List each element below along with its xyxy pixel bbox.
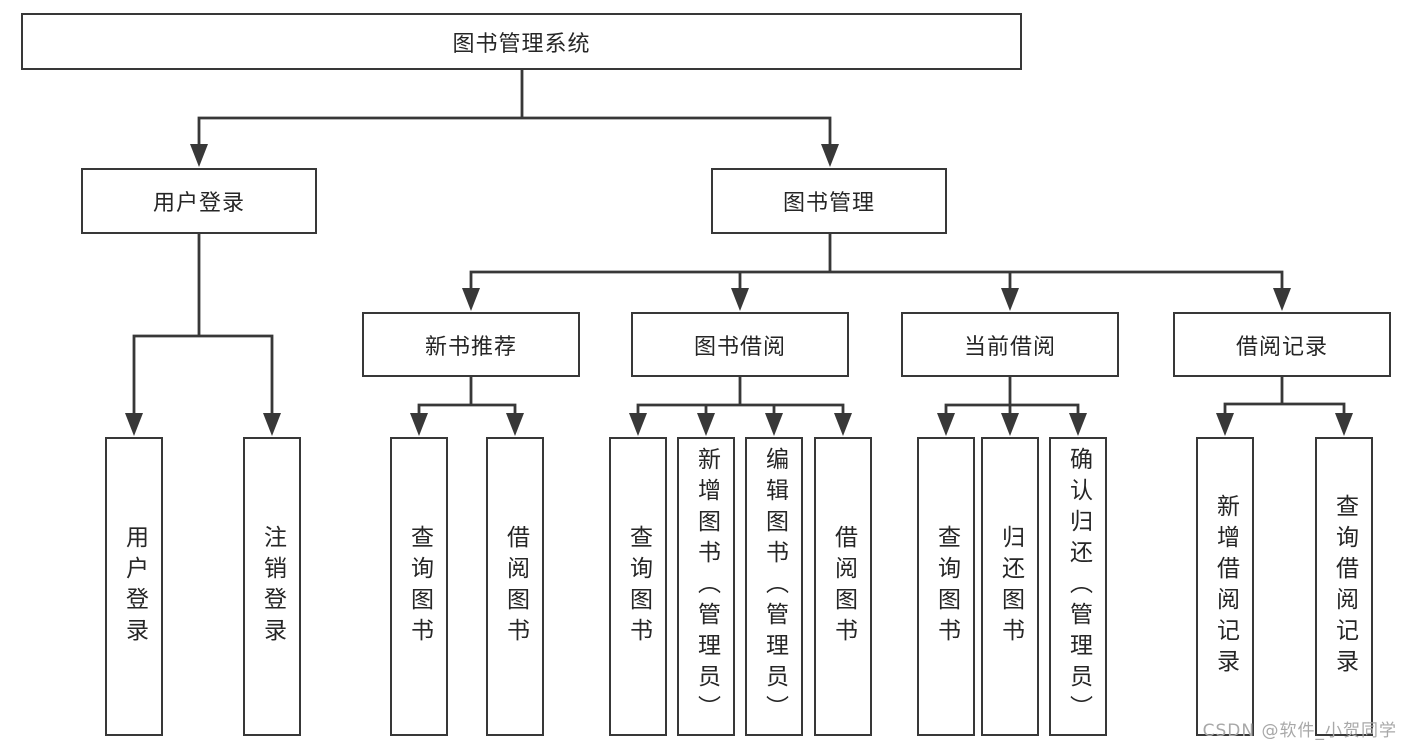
node-current-borrow-label: 当前借阅: [963, 334, 1056, 360]
leaf-cb-query-books: 查询图书: [917, 437, 975, 736]
leaf-cb-return-books-label: 归还图书: [997, 524, 1024, 649]
node-book-borrow-label: 图书借阅: [693, 334, 786, 360]
node-root-label: 图书管理系统: [452, 31, 591, 57]
node-new-book-recommend: 新书推荐: [362, 312, 580, 377]
leaf-bb-add-books-admin: 新增图书（管理员）: [677, 437, 735, 736]
leaf-cb-confirm-return-admin-label: 确认归还（管理员）: [1065, 447, 1092, 726]
leaf-bb-query-books: 查询图书: [609, 437, 667, 736]
csdn-watermark: CSDN @软件_小贺同学: [1202, 721, 1397, 741]
leaf-bb-borrow-books: 借阅图书: [814, 437, 872, 736]
node-book-management-label: 图书管理: [782, 191, 875, 216]
node-root: 图书管理系统: [21, 13, 1022, 70]
leaf-nbr-borrow-books-label: 借阅图书: [502, 524, 529, 649]
leaf-nbr-query-books-label: 查询图书: [406, 524, 433, 649]
node-book-borrow: 图书借阅: [631, 312, 849, 377]
leaf-bb-borrow-books-label: 借阅图书: [830, 524, 857, 649]
leaf-nbr-borrow-books: 借阅图书: [486, 437, 544, 736]
node-borrow-records: 借阅记录: [1173, 312, 1391, 377]
leaf-user-login-label: 用户登录: [121, 524, 148, 649]
node-borrow-records-label: 借阅记录: [1235, 334, 1328, 360]
node-book-management: 图书管理: [711, 168, 947, 234]
leaf-cb-query-books-label: 查询图书: [933, 524, 960, 649]
leaf-bb-add-books-admin-label: 新增图书（管理员）: [693, 447, 720, 726]
leaf-bb-edit-books-admin: 编辑图书（管理员）: [745, 437, 803, 736]
leaf-logout: 注销登录: [243, 437, 301, 736]
leaf-user-login: 用户登录: [105, 437, 163, 736]
node-user-login: 用户登录: [81, 168, 317, 234]
leaf-cb-return-books: 归还图书: [981, 437, 1039, 736]
leaf-br-query-record: 查询借阅记录: [1315, 437, 1373, 736]
leaf-logout-label: 注销登录: [259, 524, 286, 649]
leaf-bb-query-books-label: 查询图书: [625, 524, 652, 649]
node-user-login-label: 用户登录: [152, 191, 245, 216]
node-new-book-recommend-label: 新书推荐: [424, 334, 517, 360]
leaf-br-add-record: 新增借阅记录: [1196, 437, 1254, 736]
leaf-cb-confirm-return-admin: 确认归还（管理员）: [1049, 437, 1107, 736]
leaf-br-add-record-label: 新增借阅记录: [1212, 493, 1239, 680]
leaf-br-query-record-label: 查询借阅记录: [1331, 493, 1358, 680]
arrowheads: [125, 144, 1353, 436]
leaf-nbr-query-books: 查询图书: [390, 437, 448, 736]
leaf-bb-edit-books-admin-label: 编辑图书（管理员）: [761, 447, 788, 726]
node-current-borrow: 当前借阅: [901, 312, 1119, 377]
